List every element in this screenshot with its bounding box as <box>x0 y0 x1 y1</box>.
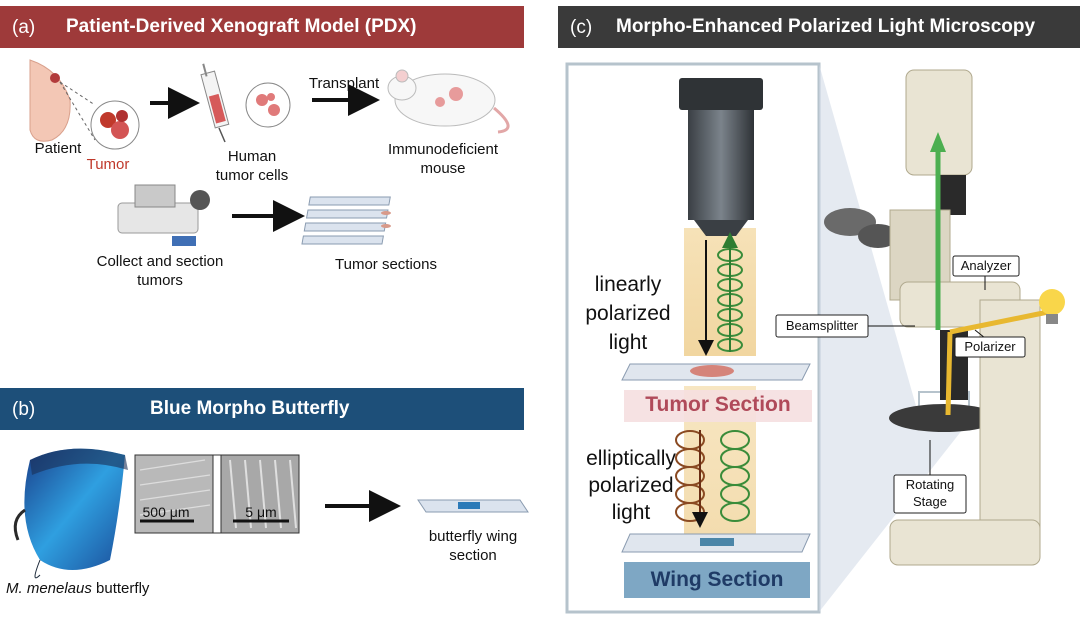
panel-b-tag: (b) <box>12 399 36 420</box>
callout-lines <box>868 276 986 475</box>
scale-label-5um: 5 μm <box>245 504 277 520</box>
tumor-slide <box>621 363 811 381</box>
patient-label: Patient <box>34 140 82 157</box>
light-beam-upper <box>684 228 756 356</box>
butterfly-wing-section-label: butterfly wing section <box>428 528 518 564</box>
syringe-icon <box>200 63 230 143</box>
wing-section-band <box>624 562 810 598</box>
panel-c-header: (c) Morpho-Enhanced Polarized Light Micr… <box>558 6 1080 48</box>
wing-section-label: Wing Section <box>650 568 784 591</box>
tumor-label: Tumor <box>86 156 130 173</box>
linearly-polarized-label: linearly polarized light <box>585 273 671 354</box>
tumor-section-band <box>624 390 812 422</box>
sem-texture-1 <box>139 459 211 516</box>
objective-lens <box>679 78 763 236</box>
elliptically-polarized-label: elliptically polarized light <box>586 447 676 524</box>
panel-b-title: Blue Morpho Butterfly <box>150 398 350 419</box>
analyzer-label: Analyzer <box>960 258 1012 273</box>
cells-zoom <box>245 82 291 128</box>
panel-b-header: (b) Blue Morpho Butterfly <box>0 388 524 430</box>
wing-slide-inset <box>621 533 811 553</box>
species-label: M. menelaus butterfly <box>6 579 206 598</box>
inset-projection <box>819 64 970 612</box>
species-italic: M. menelaus <box>6 580 92 597</box>
human-tumor-cells-label: Human tumor cells <box>215 148 289 184</box>
collect-label: Collect and section tumors <box>96 253 224 289</box>
sem-texture-2 <box>229 459 297 529</box>
slides-stack <box>301 196 391 245</box>
beamsplitter-label: Beamsplitter <box>785 318 859 333</box>
microtome-illustration <box>117 184 210 246</box>
transplant-label: Transplant <box>308 75 380 92</box>
panel-c-tag: (c) <box>570 17 593 38</box>
mouse-label: Immunodeficient mouse <box>387 141 499 177</box>
zoom-line <box>59 81 96 141</box>
species-rest: butterfly <box>91 580 150 597</box>
tumor-zoom <box>90 100 140 150</box>
butterfly-illustration <box>13 448 128 579</box>
microscope-illustration <box>824 69 1049 566</box>
wing-slide <box>417 499 529 513</box>
elliptical-polarized-wave <box>675 430 750 522</box>
rotating-stage-label: Rotating Stage <box>905 477 955 509</box>
polarizer-label: Polarizer <box>964 339 1016 354</box>
panel-a-tag: (a) <box>12 17 36 38</box>
breast-illustration <box>29 59 71 142</box>
mouse-illustration <box>387 69 510 134</box>
tumor-sections-label: Tumor sections <box>335 256 437 273</box>
panel-c-title: Morpho-Enhanced Polarized Light Microsco… <box>616 16 1036 37</box>
panel-a-title: Patient-Derived Xenograft Model (PDX) <box>66 16 417 37</box>
panel-a-header: (a) Patient-Derived Xenograft Model (PDX… <box>0 6 524 48</box>
scale-label-500um: 500 μm <box>142 504 190 520</box>
tumor-section-label: Tumor Section <box>645 393 791 416</box>
lightbulb-icon <box>1039 289 1065 324</box>
zoom-line <box>59 81 96 106</box>
callout-boxes <box>775 255 1026 514</box>
